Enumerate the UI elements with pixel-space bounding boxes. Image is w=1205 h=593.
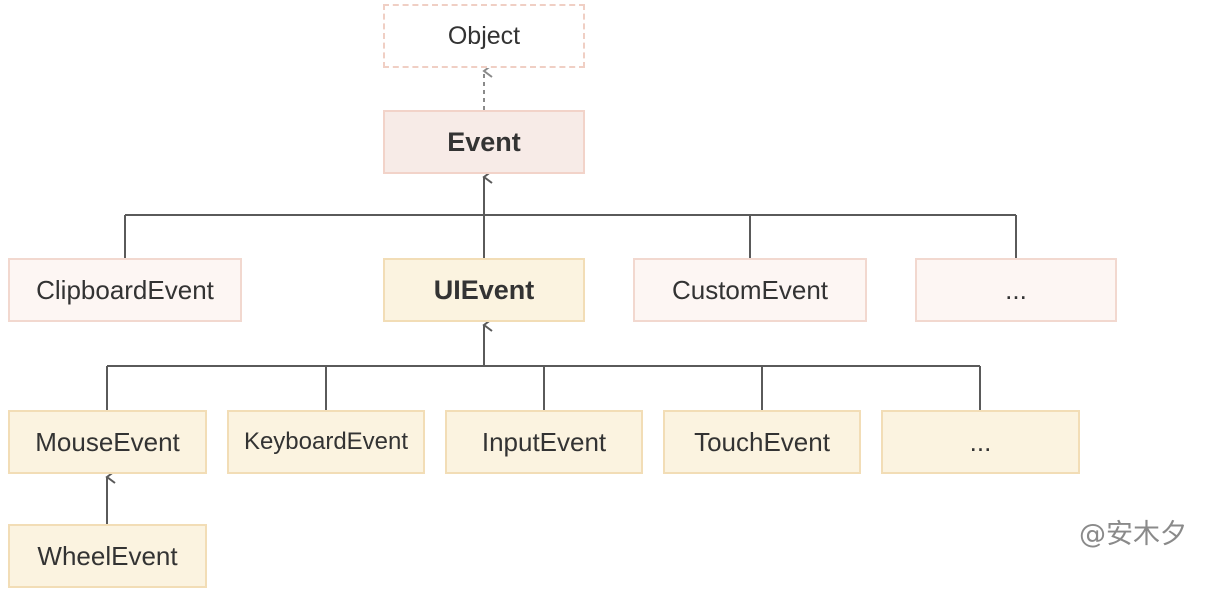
keyboard-event-node: KeyboardEvent	[227, 410, 425, 474]
ui-event-more-node: ...	[881, 410, 1080, 474]
wheel-event-node: WheelEvent	[8, 524, 207, 588]
uievent-children-links	[106, 318, 981, 410]
author-watermark: @安木夕	[1079, 519, 1187, 550]
mouse-event-node: MouseEvent	[8, 410, 207, 474]
clipboard-event-node: ClipboardEvent	[8, 258, 242, 322]
event-more-node: ...	[915, 258, 1117, 322]
input-event-node: InputEvent	[445, 410, 643, 474]
ui-event-node: UIEvent	[383, 258, 585, 322]
custom-event-node: CustomEvent	[633, 258, 867, 322]
object-node: Object	[383, 4, 585, 68]
event-children-links	[124, 170, 1017, 258]
touch-event-node: TouchEvent	[663, 410, 861, 474]
event-node: Event	[383, 110, 585, 174]
